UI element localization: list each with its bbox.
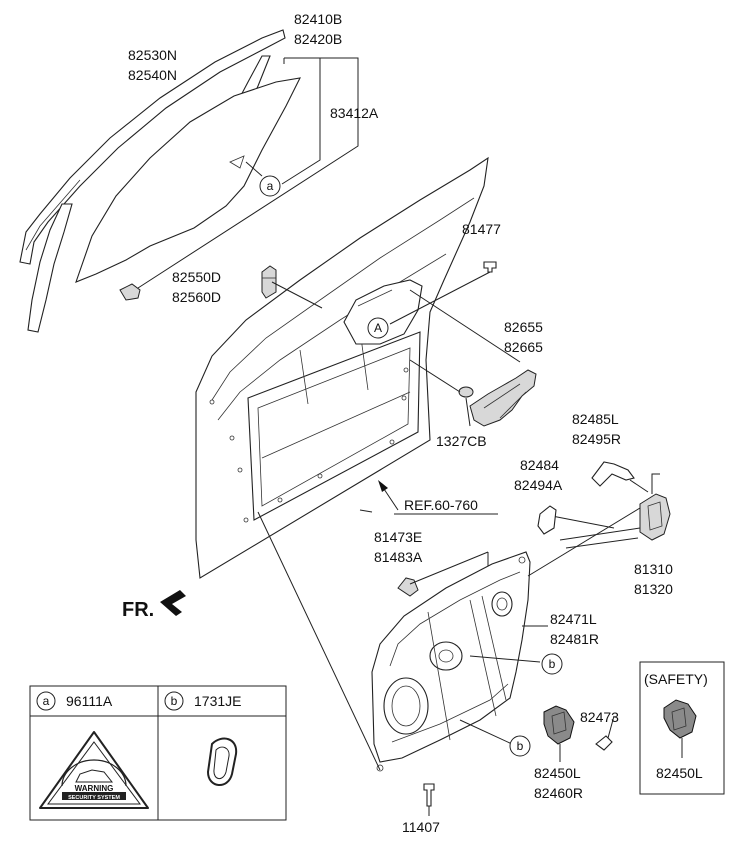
label-82495R: 82495R: [572, 431, 621, 447]
label-82665: 82665: [504, 339, 543, 355]
callout-b-lower-text: b: [517, 739, 524, 753]
callout-b-upper-text: b: [549, 657, 556, 671]
label-81320: 81320: [634, 581, 673, 597]
glass-stopper: [261, 265, 323, 309]
label-82450L: 82450L: [534, 765, 581, 781]
label-11407: 11407: [402, 819, 440, 835]
label-81477: 81477: [462, 221, 501, 237]
glass-leaders: [137, 57, 359, 289]
label-82550D: 82550D: [172, 269, 221, 285]
label-83412A: 83412A: [330, 105, 379, 121]
warning-sticker-icon: WARNING SECURITY SYSTEM: [39, 731, 149, 809]
callout-a-text: a: [267, 179, 274, 193]
bolt-11407: [423, 783, 435, 816]
safety-label: (SAFETY): [644, 671, 708, 687]
label-82471L: 82471L: [550, 611, 597, 627]
legend-a-part: 96111A: [66, 693, 113, 709]
glass-clip: [119, 283, 141, 301]
door-glass: [75, 77, 301, 283]
screw-82473: [595, 715, 615, 751]
bolt-81477: [389, 261, 497, 325]
sticker-security-text: SECURITY SYSTEM: [68, 795, 120, 801]
clip-82484: [537, 505, 557, 535]
outside-handle-frame: [409, 289, 537, 427]
legend-a-letter: a: [43, 694, 50, 708]
callout-A-text: A: [374, 321, 382, 335]
regulator-module-panel: [371, 551, 531, 772]
callout-b-upper: b: [541, 653, 563, 675]
legend-b-letter: b: [171, 694, 178, 708]
label-1327CB: 1327CB: [436, 433, 487, 449]
callout-a: a: [259, 175, 281, 197]
callout-b-lower: b: [509, 735, 531, 757]
safety-box: (SAFETY) 82450L: [639, 661, 725, 795]
ref-label: REF.60-760: [404, 497, 478, 513]
label-82655: 82655: [504, 319, 543, 335]
front-label: FR.: [122, 599, 154, 621]
label-82540N: 82540N: [128, 67, 177, 83]
label-82530N: 82530N: [128, 47, 177, 63]
ref-arrow: [378, 480, 498, 515]
label-82485L: 82485L: [572, 411, 619, 427]
door-frame: [195, 156, 489, 579]
safety-part-label: 82450L: [656, 765, 703, 781]
door-latch: [551, 473, 671, 549]
rod-82485L: [591, 461, 649, 493]
plug-icon: [206, 737, 238, 786]
plug-1327CB: [409, 359, 474, 427]
label-82473: 82473: [580, 709, 619, 725]
legend-table: a 96111A b 1731JE WARNING SECURITY SYSTE…: [29, 685, 287, 821]
sticker-warning-text: WARNING: [75, 784, 114, 793]
label-82460R: 82460R: [534, 785, 583, 801]
callout-A: A: [367, 317, 389, 339]
label-82484: 82484: [520, 457, 559, 473]
label-81483A: 81483A: [374, 549, 423, 565]
label-81473E: 81473E: [374, 529, 422, 545]
regulator-motor: [543, 705, 575, 762]
b-leaders: [459, 625, 548, 745]
label-82560D: 82560D: [172, 289, 221, 305]
legend-b-part: 1731JE: [194, 693, 241, 709]
label-81310: 81310: [634, 561, 673, 577]
label-82410B: 82410B: [294, 11, 342, 27]
label-82481R: 82481R: [550, 631, 599, 647]
label-82494A: 82494A: [514, 477, 563, 493]
front-arrow: [160, 590, 186, 616]
label-82420B: 82420B: [294, 31, 342, 47]
